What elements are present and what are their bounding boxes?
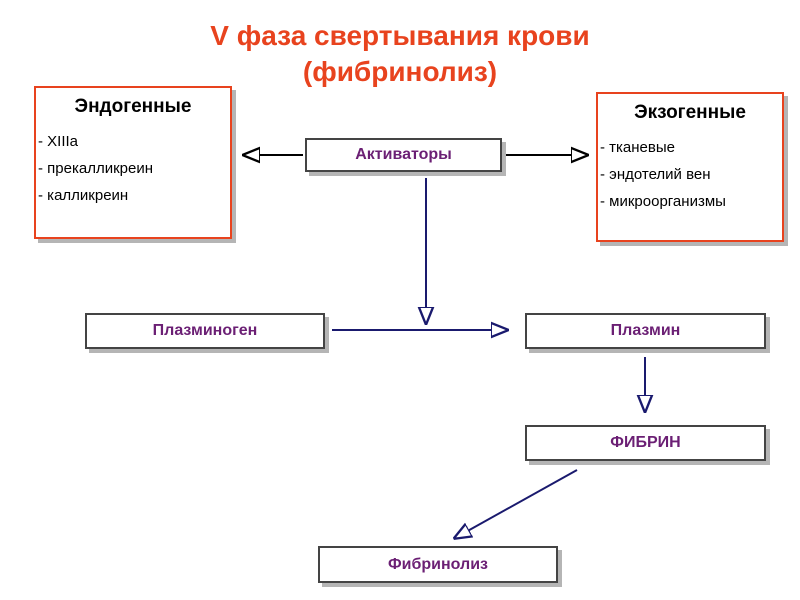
endogenous-item: XIIIa [38,128,230,155]
endogenous-item: калликреин [38,182,230,209]
fibrin-node: ФИБРИН [525,425,766,461]
fibrinolysis-node: Фибринолиз [318,546,558,583]
endogenous-heading: Эндогенные [74,96,192,117]
exogenous-activators-box: Экзогенные тканевые эндотелий вен микроо… [596,92,784,242]
exogenous-item: тканевые [600,134,782,161]
title-line-2: (фибринолиз) [302,56,498,87]
title-line-1: V фаза свертывания крови [210,20,590,51]
exogenous-list: тканевые эндотелий вен микроорганизмы [598,134,782,215]
exogenous-item: микроорганизмы [600,188,782,215]
endogenous-item: прекалликреин [38,155,230,182]
endogenous-list: XIIIa прекалликреин калликреин [36,128,230,209]
arrow-fibrin-to-fibrinolysis [455,469,578,538]
plasminogen-node: Плазминоген [85,313,325,349]
activators-node: Активаторы [305,138,502,172]
exogenous-heading: Экзогенные [634,102,746,123]
exogenous-item: эндотелий вен [600,161,782,188]
endogenous-activators-box: Эндогенные XIIIa прекалликреин калликреи… [34,86,232,239]
diagram-title: V фаза свертывания крови (фибринолиз) [0,18,800,90]
plasmin-node: Плазмин [525,313,766,349]
